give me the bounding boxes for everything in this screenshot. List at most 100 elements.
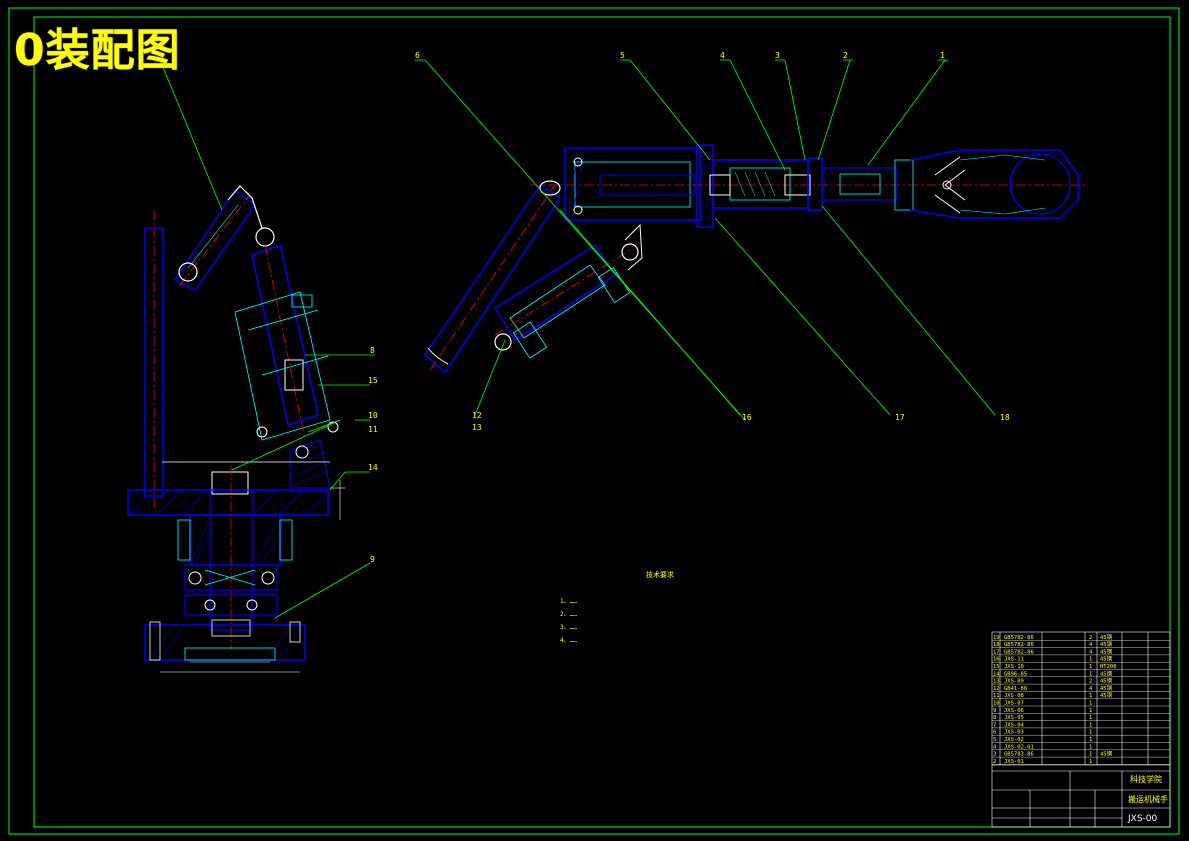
parts-cell: JXS-05 (1004, 715, 1024, 721)
callout-label: 2 (843, 51, 848, 60)
parts-cell: 1 (1089, 722, 1092, 728)
parts-cell: 45钢 (1100, 691, 1113, 699)
parts-cell: GB96-85 (1004, 671, 1027, 677)
parts-cell: JXS-02 (1004, 737, 1024, 743)
leader-lines (159, 59, 996, 619)
parts-cell: 1 (1089, 715, 1092, 721)
parts-cell: JXS-09 (1004, 679, 1024, 685)
parts-cell: 17 (993, 649, 1000, 655)
callout-label: 6 (415, 51, 420, 60)
parts-cell: 45钢 (1100, 684, 1113, 692)
parts-cell: GB5782-86 (1004, 635, 1034, 641)
parts-cell: GB5782-86 (1004, 642, 1034, 648)
callout-label: 12 (472, 411, 482, 420)
parts-cell: 45钢 (1100, 669, 1113, 677)
drawing-title: 0装配图 (14, 25, 181, 76)
parts-cell: JXS-10 (1004, 664, 1024, 670)
parts-cell: 2 (1089, 679, 1092, 685)
parts-cell: GB41-86 (1004, 686, 1027, 692)
parts-cell: 4 (1089, 686, 1093, 692)
parts-cell: 1 (1089, 759, 1092, 765)
parts-cell: JXS-02-01 (1004, 744, 1034, 750)
school-name: 科技学院 (1130, 774, 1162, 784)
parts-cell: JXS-08 (1004, 693, 1024, 699)
parts-cell: 6 (993, 730, 996, 736)
parts-cell: JXS-03 (1004, 730, 1024, 736)
callout-label: 10 (368, 411, 378, 420)
parts-cell: JXS-01 (1004, 759, 1024, 765)
base-assembly-view (127, 185, 345, 673)
callout-labels: 6 5 4 3 2 1 8 15 10 11 14 9 12 13 16 17 … (368, 51, 1010, 564)
parts-cell: 45钢 (1100, 647, 1113, 655)
parts-cell: 16 (993, 657, 1000, 663)
note-line: 1、…… (560, 598, 577, 605)
parts-cell: 12 (993, 686, 1000, 692)
note-line: 3、…… (560, 624, 577, 631)
callout-label: 4 (720, 51, 725, 60)
parts-cell: 1 (1089, 671, 1092, 677)
parts-cell: 45钢 (1100, 633, 1113, 641)
parts-cell: 1 (1089, 744, 1092, 750)
callout-label: 14 (368, 463, 378, 472)
parts-cell: JXS-04 (1004, 722, 1025, 728)
parts-cell: 2 (993, 759, 996, 765)
parts-cell: JXS-06 (1004, 708, 1024, 714)
parts-cell: 1 (1089, 752, 1092, 758)
outer-border (8, 7, 1180, 835)
callout-label: 15 (368, 376, 378, 385)
parts-cell: 1 (1089, 701, 1092, 707)
parts-cell: 5 (993, 737, 996, 743)
parts-cell: GB5783-86 (1004, 752, 1034, 758)
parts-cell: 1 (1089, 737, 1092, 743)
inner-border (33, 16, 1171, 828)
parts-cell: 14 (993, 671, 1000, 677)
parts-cell: 1 (1089, 664, 1092, 670)
assembly-name: 搬运机械手 (1128, 794, 1168, 804)
parts-cell: 7 (993, 722, 996, 728)
callout-label: 3 (775, 51, 780, 60)
parts-cell: 3 (993, 752, 996, 758)
parts-cell: 45钢 (1100, 640, 1113, 648)
parts-cell: 9 (993, 708, 996, 714)
title-block-text: 科技学院 搬运机械手 JXS-00 (1127, 774, 1168, 824)
note-line: 4、…… (560, 637, 577, 644)
callout-label: 18 (1000, 413, 1010, 422)
callout-label: 8 (370, 346, 375, 355)
parts-cell: 10 (993, 701, 1000, 707)
callout-label: 11 (368, 425, 378, 434)
callout-label: 1 (940, 51, 945, 60)
note-line: 2、…… (560, 611, 577, 618)
parts-cell: 45钢 (1100, 750, 1113, 758)
parts-cell: HT200 (1100, 664, 1117, 670)
parts-cell: 1 (1089, 708, 1092, 714)
parts-cell: 4 (1089, 649, 1093, 655)
callout-label: 16 (742, 413, 752, 422)
parts-cell: 2 (1089, 635, 1092, 641)
parts-cell: 18 (993, 642, 1000, 648)
parts-cell: 19 (993, 635, 1000, 641)
parts-cell: 11 (993, 693, 1000, 699)
parts-cell: GB5782-86 (1004, 649, 1034, 655)
parts-cell: 13 (993, 679, 1000, 685)
technical-requirements: 技术要求 1、…… 2、…… 3、…… 4、…… (560, 570, 740, 648)
drawing-code: JXS-00 (1127, 814, 1158, 824)
parts-cell: 1 (1089, 693, 1092, 699)
parts-cell: 1 (1089, 657, 1092, 663)
parts-cell: 4 (993, 744, 997, 750)
parts-cell: 15 (993, 664, 1000, 670)
notes-title: 技术要求 (646, 571, 674, 579)
callout-label: 17 (895, 413, 905, 422)
parts-cell: JXS-07 (1004, 701, 1024, 707)
parts-cell: 45钢 (1100, 677, 1113, 685)
parts-cell: JXS-11 (1004, 657, 1024, 663)
parts-cell: 8 (993, 715, 996, 721)
parts-cell: 45钢 (1100, 655, 1113, 663)
parts-cell: 4 (1089, 642, 1093, 648)
callout-label: 5 (620, 51, 625, 60)
arm-assembly-view (424, 144, 1085, 374)
parts-cell: 1 (1089, 730, 1092, 736)
callout-label: 9 (370, 555, 375, 564)
callout-label: 13 (472, 423, 482, 432)
